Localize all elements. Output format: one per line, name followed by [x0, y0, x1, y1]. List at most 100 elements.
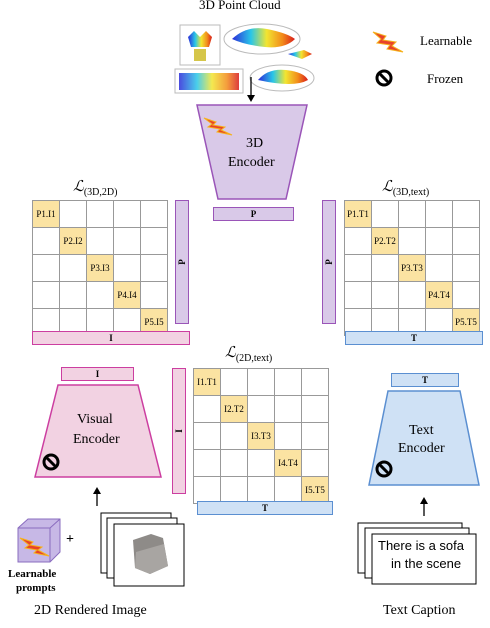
matrix-diagonal-cell: P4.I4: [114, 282, 140, 308]
embedding-t-bar-top: T: [345, 331, 483, 345]
matrix-diagonal-cell: P1.I1: [33, 201, 59, 227]
visual-encoder-line2: Encoder: [73, 432, 120, 447]
rendered-image-label: 2D Rendered Image: [34, 603, 147, 618]
matrix-cell: [33, 228, 59, 254]
encoder-3d-line2: Encoder: [228, 155, 275, 170]
matrix-cell: [248, 396, 274, 422]
point-cloud-images: [174, 23, 315, 94]
matrix-cell: [194, 477, 220, 503]
matrix-cell: [33, 309, 59, 335]
matrix-cell: [248, 450, 274, 476]
matrix-cell: [194, 396, 220, 422]
matrix-diagonal-cell: P5.I5: [141, 309, 167, 335]
matrix-cell: [426, 228, 452, 254]
matrix-cell: [302, 450, 328, 476]
text-encoder-shape: [368, 390, 480, 486]
matrix-cell: [87, 309, 113, 335]
matrix-diagonal-cell: I1.T1: [194, 369, 220, 395]
caption-line1: There is a sofa: [378, 538, 464, 553]
matrix-diagonal-cell: P2.I2: [60, 228, 86, 254]
arrow-caption-to-text: [420, 497, 428, 516]
matrix-cell: [114, 201, 140, 227]
arrow-pc-to-encoder: [247, 77, 255, 102]
matrix-cell: [33, 255, 59, 281]
matrix-cell: [399, 228, 425, 254]
matrix-cell: [194, 423, 220, 449]
matrix-cell: [302, 396, 328, 422]
matrix-cell: [114, 228, 140, 254]
learnable-prompts-label2: prompts: [16, 582, 56, 594]
matrix-cell: [60, 309, 86, 335]
matrix-diagonal-cell: I2.T2: [221, 396, 247, 422]
text-encoder-line1: Text: [409, 423, 434, 438]
matrix-cell: [345, 309, 371, 335]
matrix-cell: [345, 255, 371, 281]
embedding-t-bar-text: T: [391, 373, 459, 387]
point-cloud-title: 3D Point Cloud: [199, 0, 281, 12]
matrix-cell: [87, 282, 113, 308]
embedding-i-bar-visual: I: [61, 367, 134, 381]
matrix-cell: [141, 201, 167, 227]
matrix-cell: [248, 477, 274, 503]
matrix-diagonal-cell: P3.T3: [399, 255, 425, 281]
matrix-cell: [141, 255, 167, 281]
embedding-p-vertical-left: P: [175, 200, 189, 324]
matrix-cell: [114, 255, 140, 281]
matrix-diagonal-cell: I5.T5: [302, 477, 328, 503]
visual-encoder-shape: [34, 384, 162, 478]
matrix-diagonal-cell: P4.T4: [426, 282, 452, 308]
matrix-diagonal-cell: I4.T4: [275, 450, 301, 476]
matrix-cell: [453, 228, 479, 254]
matrix-cell: [275, 396, 301, 422]
loss-2d-text: ℒ(2D,text): [225, 345, 273, 364]
matrix-cell: [399, 309, 425, 335]
loss-3d-text: ℒ(3D,text): [382, 179, 430, 198]
matrix-cell: [426, 255, 452, 281]
embedding-t-bar-bottom: T: [197, 501, 333, 515]
matrix-cell: [372, 201, 398, 227]
encoder-3d-learnable-icon: [203, 117, 233, 136]
matrix-cell: [426, 201, 452, 227]
matrix-cell: [302, 423, 328, 449]
matrix-cell: [60, 201, 86, 227]
plus-sign: +: [66, 532, 74, 547]
encoder-3d-shape: [196, 104, 308, 200]
matrix-cell: [453, 201, 479, 227]
matrix-cell: [87, 228, 113, 254]
matrix-cell: [275, 477, 301, 503]
matrix-cell: [141, 282, 167, 308]
matrix-cell: [372, 282, 398, 308]
embedding-i-bar-top: I: [32, 331, 190, 345]
legend-frozen-label: Frozen: [427, 71, 464, 86]
matrix-cell: [345, 228, 371, 254]
matrix-cell: [60, 255, 86, 281]
learnable-icon: [372, 31, 404, 53]
matrix-cell: [453, 282, 479, 308]
matrix-cell: [221, 423, 247, 449]
text-encoder-line2: Encoder: [398, 441, 445, 456]
matrix-diagonal-cell: I3.T3: [248, 423, 274, 449]
learnable-prompts-cube: [17, 518, 61, 563]
matrix-cell: [221, 369, 247, 395]
matrix-cell: [275, 423, 301, 449]
rendered-image-stack: [100, 512, 185, 587]
legend-learnable-label: Learnable: [420, 33, 472, 48]
matrix-cell: [372, 309, 398, 335]
frozen-icon: [375, 69, 393, 87]
matrix-cell: [399, 282, 425, 308]
text-caption-label: Text Caption: [383, 603, 456, 618]
embedding-p-bar: P: [213, 207, 294, 221]
matrix-cell: [345, 282, 371, 308]
matrix-cell: [141, 228, 167, 254]
matrix-cell: [114, 309, 140, 335]
matrix-cell: [194, 450, 220, 476]
matrix-cell: [426, 309, 452, 335]
loss-3d-2d: ℒ(3D,2D): [73, 179, 118, 198]
caption-card-stack: [357, 522, 477, 585]
matrix-cell: [248, 369, 274, 395]
learnable-prompts-label1: Learnable: [8, 568, 57, 580]
encoder-3d-line1: 3D: [246, 136, 264, 151]
matrix-diagonal-cell: P5.T5: [453, 309, 479, 335]
